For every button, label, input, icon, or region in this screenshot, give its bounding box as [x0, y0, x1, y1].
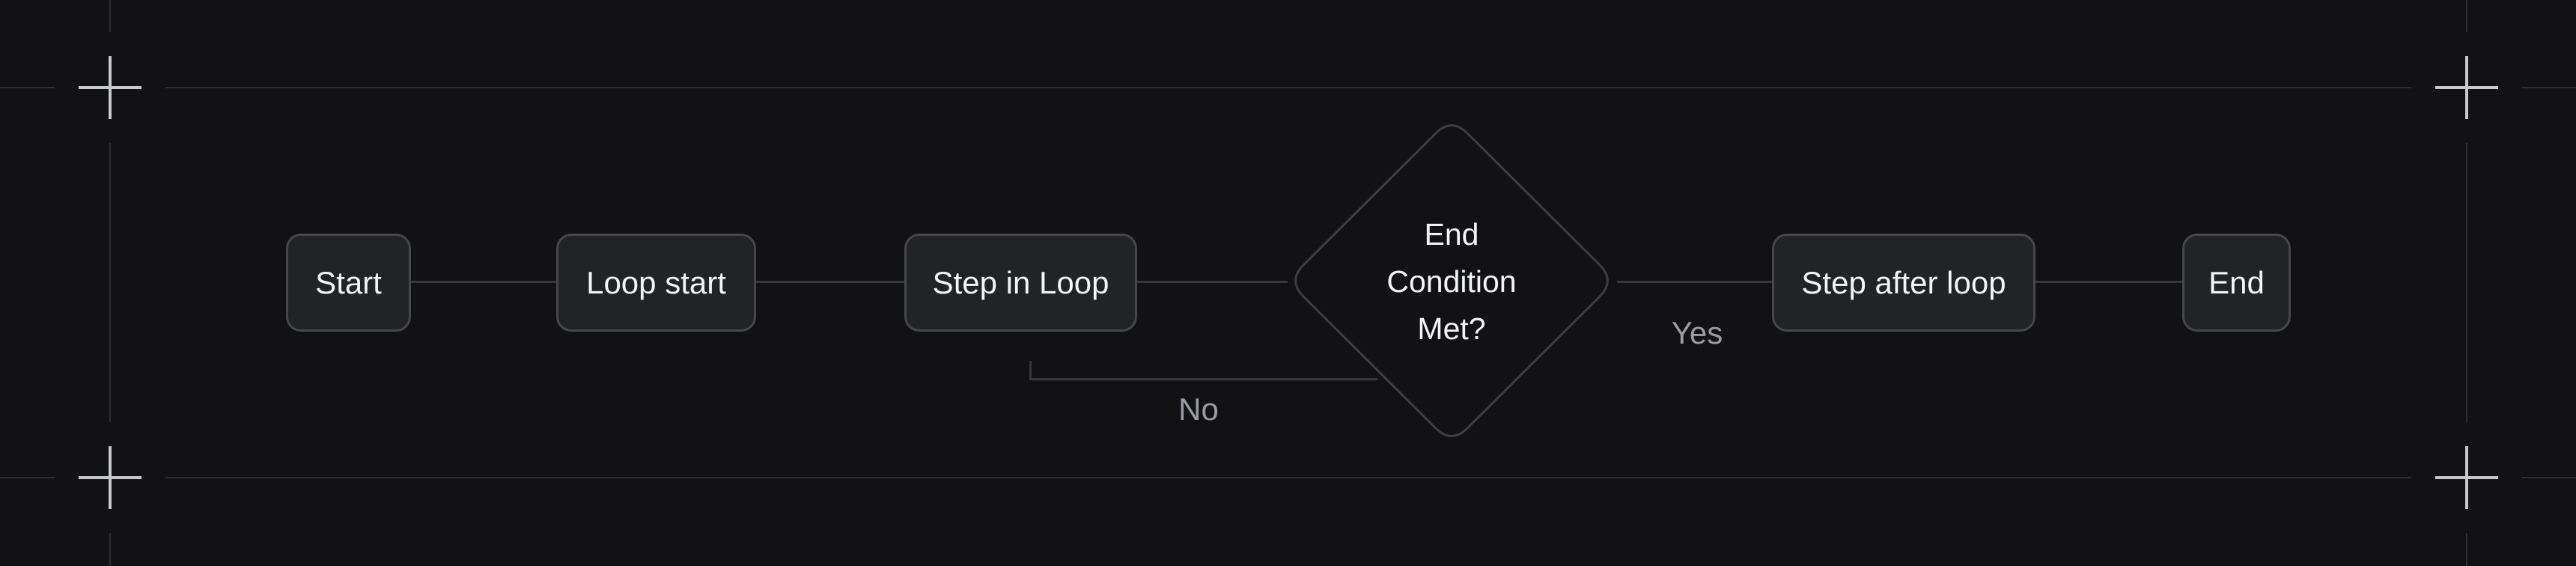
decision-label-line: Met?	[1417, 311, 1486, 346]
frame-guide-top	[0, 87, 2576, 88]
node-step-after-loop[interactable]: Step after loop	[1772, 234, 2035, 332]
edge-loop-start-to-step-in-loop[interactable]	[756, 281, 904, 283]
node-label: Step in Loop	[932, 264, 1109, 300]
node-label: Start	[315, 264, 382, 300]
edge-label-yes: Yes	[1671, 315, 1723, 350]
node-label: Step after loop	[1801, 264, 2006, 300]
edge-step-after-loop-to-end[interactable]	[2035, 281, 2182, 283]
diamond-shape-icon	[1294, 124, 1609, 437]
decision-label-line: End	[1424, 217, 1479, 252]
edge-step-in-loop-to-decision[interactable]	[1137, 281, 1288, 283]
edge-decision-to-step-after-loop[interactable]	[1617, 281, 1772, 283]
crop-mark-cross-icon	[109, 56, 112, 119]
node-label: Loop start	[586, 264, 726, 300]
crop-mark-cross-icon	[2465, 56, 2468, 119]
decision-label-line: Condition	[1386, 264, 1517, 299]
edge-decision-no-loopback[interactable]	[1029, 361, 1377, 380]
edge-start-to-loop-start[interactable]	[411, 281, 556, 283]
frame-guide-left	[109, 0, 111, 566]
node-label: End	[2208, 264, 2265, 300]
node-start[interactable]: Start	[286, 234, 411, 332]
crop-mark-top-right[interactable]	[2411, 32, 2522, 143]
crop-mark-bottom-left[interactable]	[55, 422, 165, 533]
frame-guide-right	[2466, 0, 2467, 566]
crop-mark-cross-icon	[2465, 446, 2468, 509]
crop-mark-bottom-right[interactable]	[2411, 422, 2522, 533]
frame-guide-bottom	[0, 477, 2576, 478]
crop-mark-top-left[interactable]	[55, 32, 165, 143]
edge-label-no: No	[1178, 392, 1219, 427]
node-end-condition-decision[interactable]	[1283, 114, 1620, 448]
decision-label: End Condition Met?	[1283, 211, 1620, 353]
crop-mark-cross-icon	[109, 446, 112, 509]
node-loop-start[interactable]: Loop start	[556, 234, 756, 332]
node-end[interactable]: End	[2182, 234, 2291, 332]
node-step-in-loop[interactable]: Step in Loop	[904, 234, 1137, 332]
